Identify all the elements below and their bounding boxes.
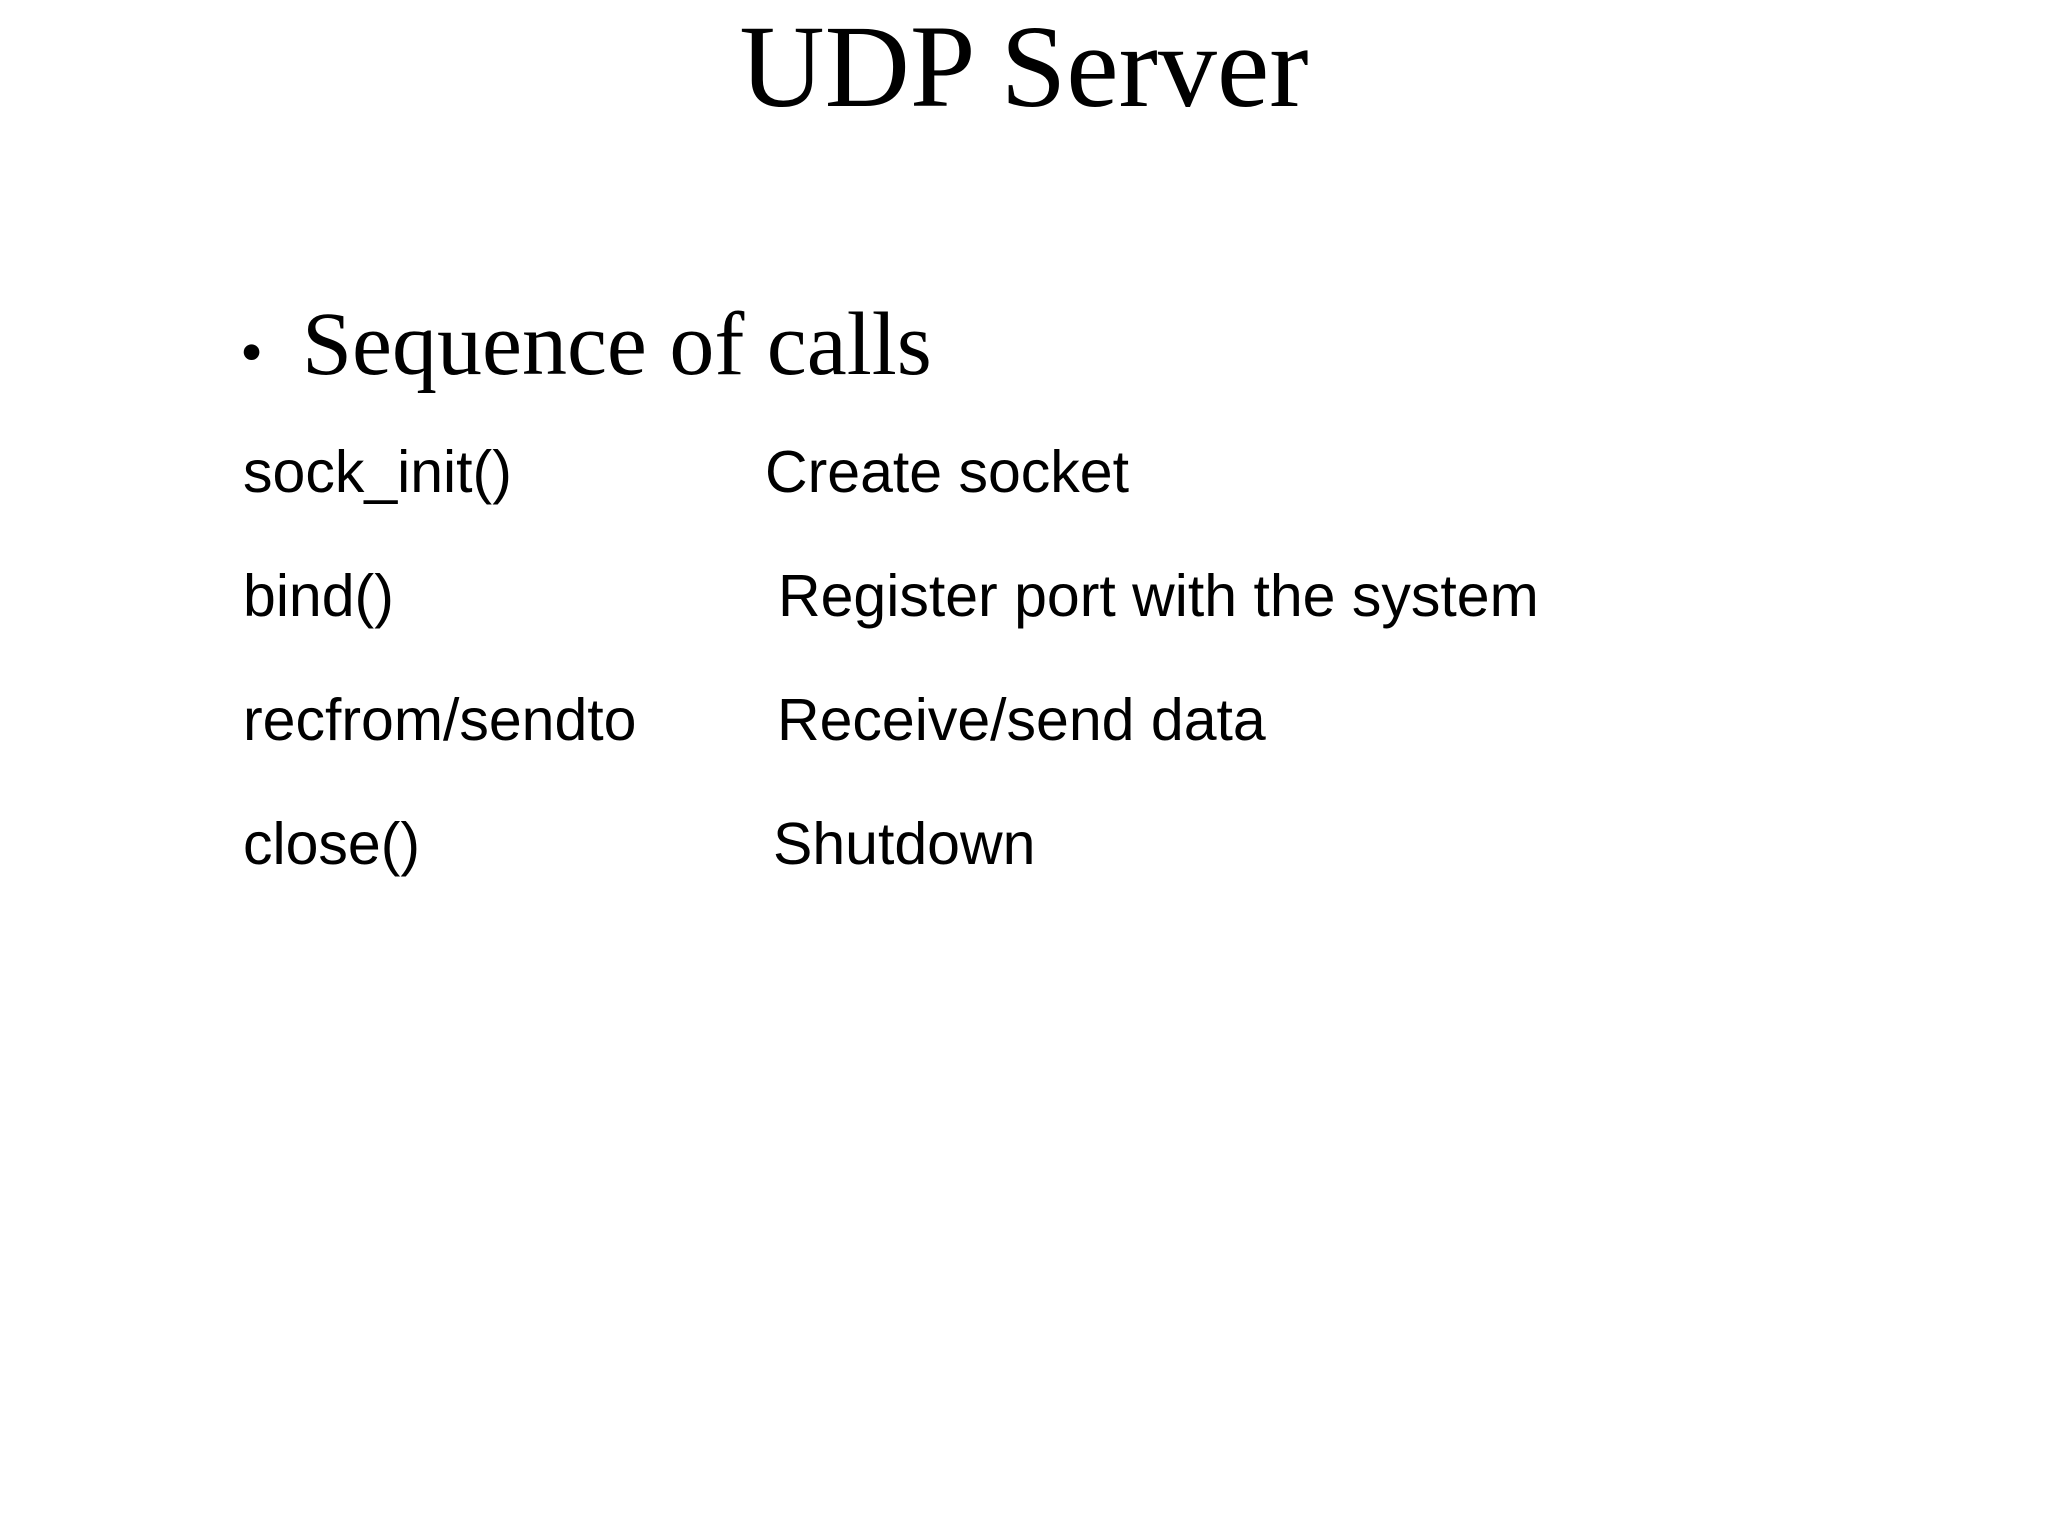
bullet-item-label: Sequence of calls (302, 295, 932, 394)
bullet-list-item: • Sequence of calls (240, 300, 932, 390)
call-name-cell: sock_init() (243, 439, 512, 505)
table-row: close() Shutdown (243, 815, 1843, 939)
table-row: recfrom/sendto Receive/send data (243, 691, 1843, 815)
call-description-cell: Create socket (765, 439, 1129, 505)
call-name-cell: close() (243, 811, 421, 877)
bullet-point-icon: • (240, 316, 264, 389)
call-name-cell: bind() (243, 563, 394, 629)
page-title: UDP Server (739, 1, 1309, 132)
call-description-cell: Shutdown (773, 811, 1036, 877)
call-sequence-table: sock_init() Create socket bind() Registe… (243, 443, 1843, 939)
table-row: bind() Register port with the system (243, 567, 1843, 691)
call-description-cell: Receive/send data (777, 687, 1266, 753)
call-name-cell: recfrom/sendto (243, 687, 637, 753)
table-row: sock_init() Create socket (243, 443, 1843, 567)
call-description-cell: Register port with the system (778, 563, 1539, 629)
